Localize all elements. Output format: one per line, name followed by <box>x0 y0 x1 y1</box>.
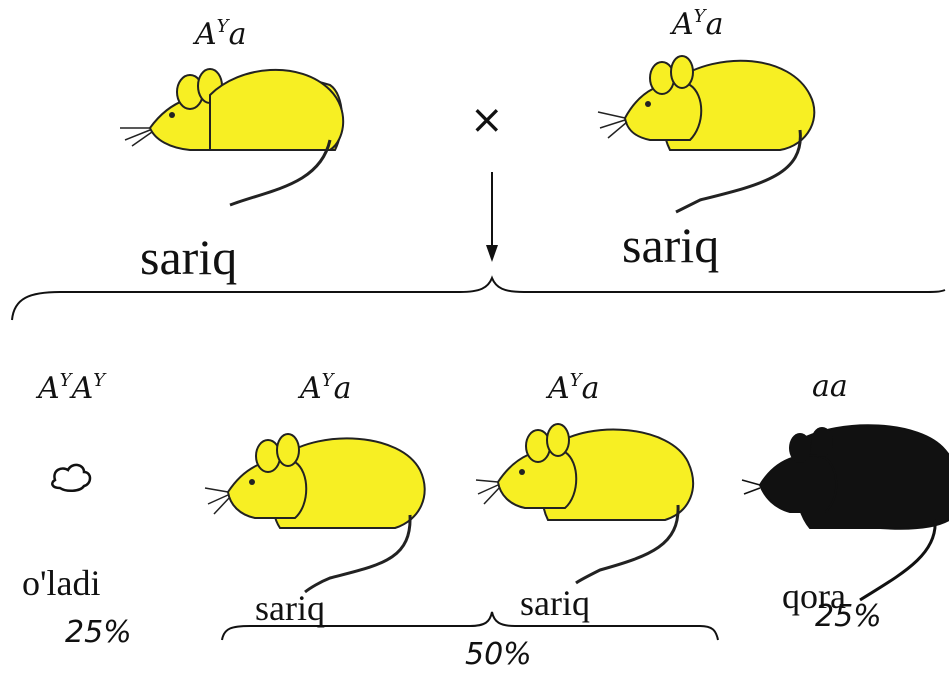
small-brace-icon <box>221 611 719 641</box>
offspring-4-percent: 25% <box>815 599 882 634</box>
offspring-3-genotype: AYa <box>548 370 600 406</box>
offspring-2-genotype: AYa <box>300 370 352 406</box>
offspring-3-phenotype: sariq <box>520 583 590 623</box>
down-arrow-icon <box>486 172 498 262</box>
offspring-1-percent: 25% <box>65 615 132 650</box>
brace-icon <box>11 275 946 321</box>
dead-embryo-icon <box>51 463 92 492</box>
parent-right-mouse-icon <box>597 55 816 214</box>
offspring-mouse-2-icon <box>204 433 426 594</box>
parent-left-mouse-icon <box>120 68 345 207</box>
offspring-2-phenotype: sariq <box>255 588 325 628</box>
offspring-4-phenotype: qora <box>782 576 846 616</box>
parent-right-genotype: AYa <box>672 6 724 42</box>
offspring-4-genotype: aa <box>812 369 848 404</box>
offspring-1-phenotype: o'ladi <box>22 563 101 603</box>
cross-symbol: × <box>470 97 504 143</box>
offspring-mouse-4-icon <box>741 424 949 602</box>
parent-left-genotype: AYa <box>195 16 247 52</box>
offspring-mouse-3-icon <box>475 423 694 585</box>
parent-right-phenotype: sariq <box>622 217 720 273</box>
offspring-1-genotype: AYAY <box>38 370 106 406</box>
group-percent: 50% <box>465 637 532 672</box>
parent-left-phenotype: sariq <box>140 229 238 285</box>
